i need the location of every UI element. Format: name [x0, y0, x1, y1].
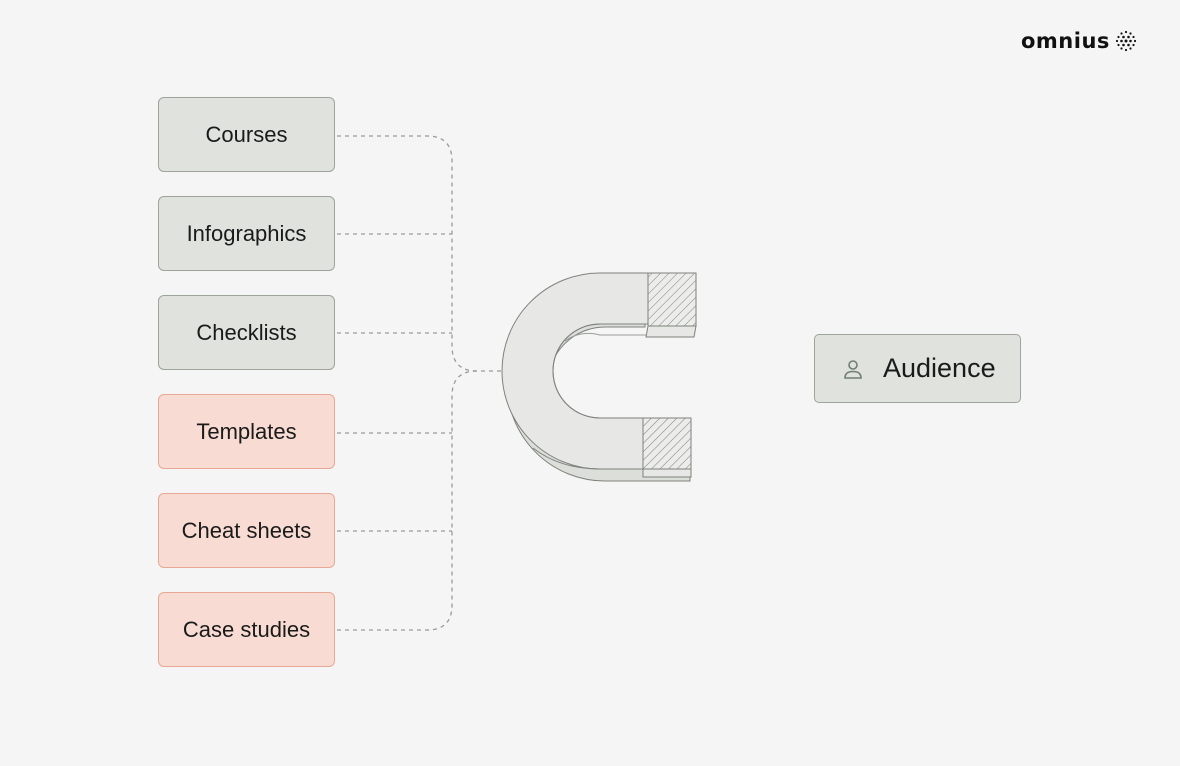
source-box-case-studies: Case studies — [158, 592, 335, 667]
source-box-templates: Templates — [158, 394, 335, 469]
audience-label: Audience — [883, 353, 996, 383]
source-box-infographics: Infographics — [158, 196, 335, 271]
source-label: Case studies — [182, 616, 311, 642]
source-label: Courses — [205, 121, 288, 147]
connector-lines — [337, 135, 502, 631]
source-label: Templates — [196, 418, 297, 444]
brand-name: omnius — [1021, 29, 1110, 53]
dotted-sphere-icon — [1115, 30, 1137, 52]
connector-courses — [337, 135, 502, 372]
brand-logo: omnius — [1021, 28, 1138, 54]
source-box-checklists: Checklists — [158, 295, 335, 370]
source-box-cheat-sheets: Cheat sheets — [158, 493, 335, 568]
person-icon — [844, 359, 862, 379]
horseshoe-magnet-icon — [501, 272, 697, 482]
source-label: Checklists — [196, 319, 297, 345]
source-box-courses: Courses — [158, 97, 335, 172]
connector-case-studies — [337, 370, 478, 631]
audience-box: Audience — [814, 334, 1021, 403]
source-label: Cheat sheets — [181, 517, 312, 543]
source-label: Infographics — [186, 220, 307, 246]
